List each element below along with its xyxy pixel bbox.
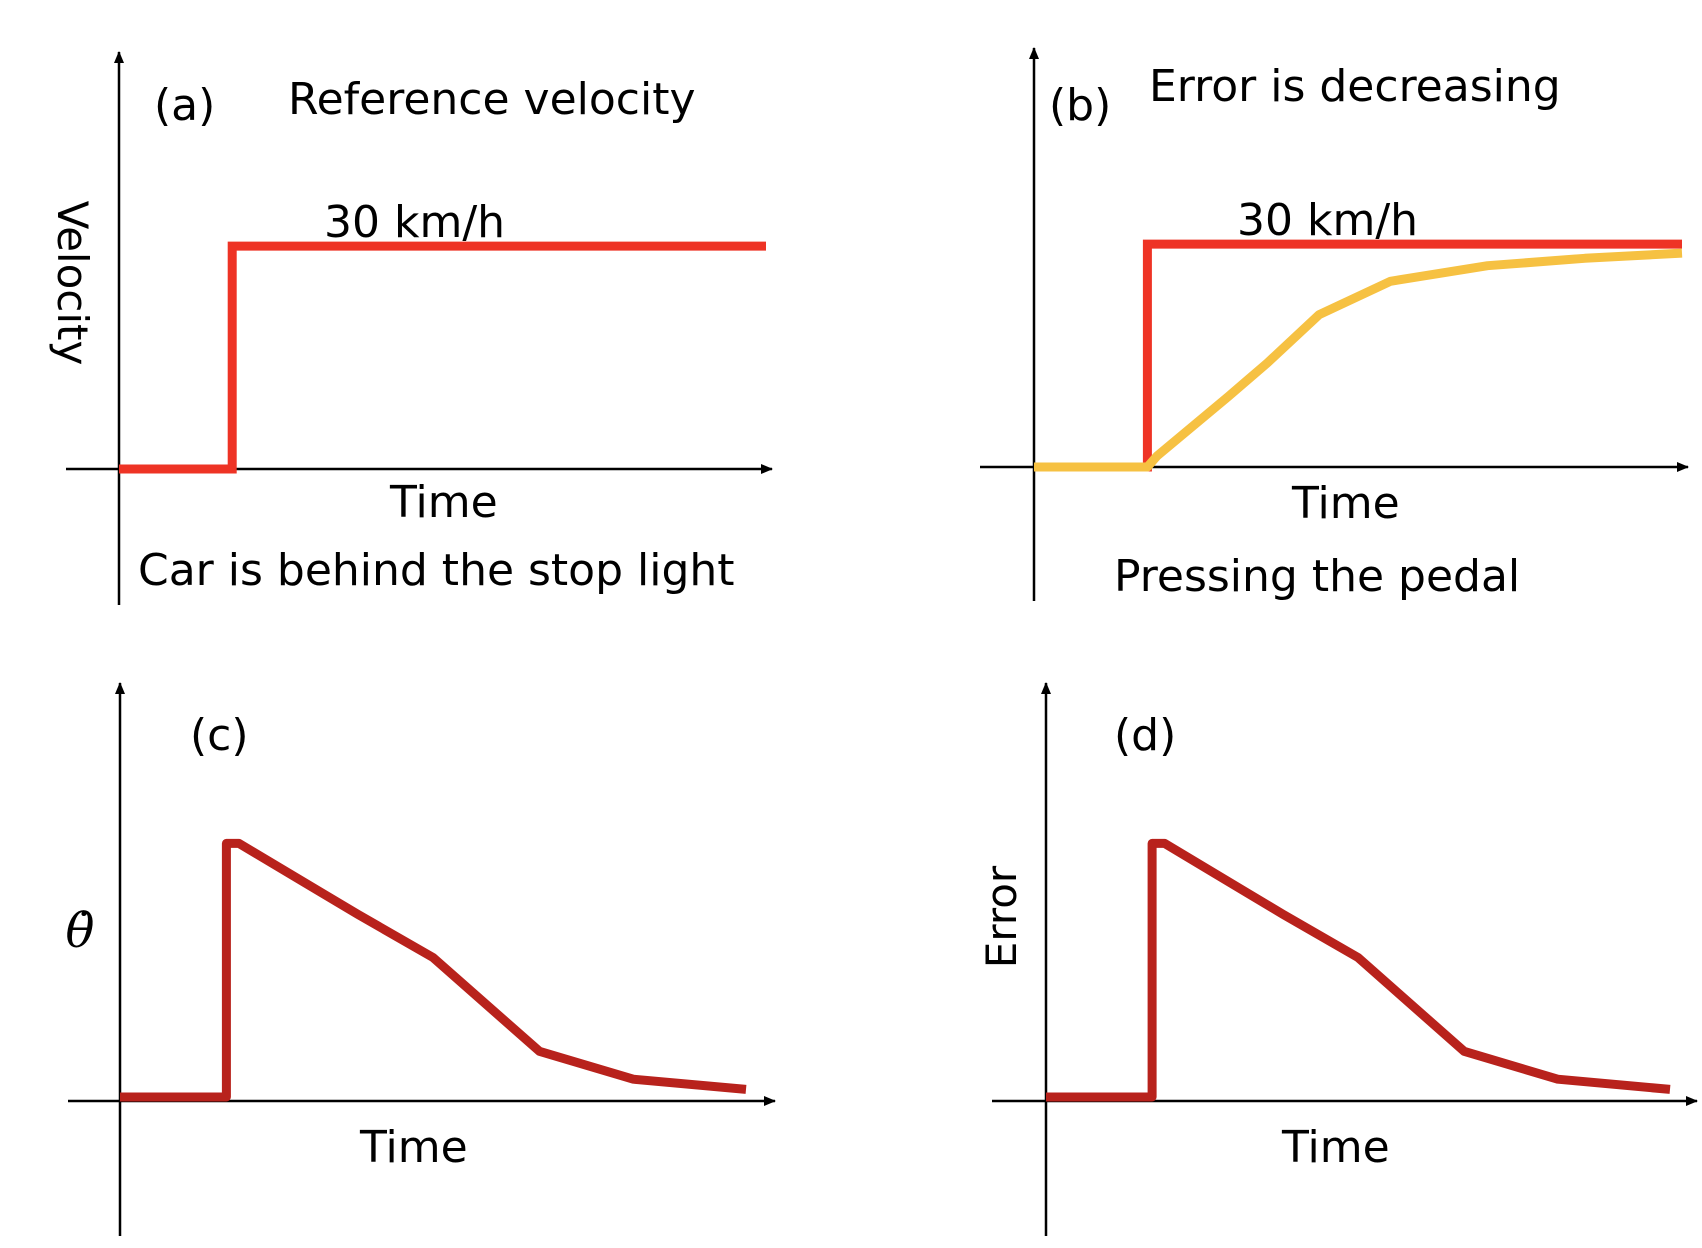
- panel-a: (a) Reference velocity 30 km/h Time Car …: [48, 51, 773, 605]
- panel-c-xlabel: Time: [359, 1122, 468, 1173]
- panel-a-bottom-note: Car is behind the stop light: [138, 545, 735, 596]
- panel-d-series-layer: [1046, 838, 1671, 1102]
- panel-b-series-0-line: [1034, 239, 1682, 472]
- panel-a-xlabel: Time: [389, 477, 498, 528]
- panel-a-label: (a): [154, 80, 215, 131]
- panel-b-series-layer: [1034, 239, 1683, 472]
- panel-d-series-0-line: [1046, 838, 1671, 1102]
- panel-a-title: Reference velocity: [288, 74, 696, 125]
- panel-a-ylabel: Velocity: [48, 201, 97, 366]
- panel-d-label: (d): [1114, 710, 1176, 761]
- panel-c-series-0-line: [120, 838, 747, 1102]
- panel-d: (d) Time Error: [977, 682, 1698, 1236]
- panel-b-label: (b): [1049, 80, 1111, 131]
- panel-b-xlabel: Time: [1291, 478, 1400, 529]
- panel-d-xlabel: Time: [1281, 1122, 1390, 1173]
- panel-a-series-0-line: [119, 241, 766, 474]
- panel-a-annotation: 30 km/h: [324, 197, 505, 248]
- panel-b: (b) Error is decreasing 30 km/h Time Pre…: [980, 47, 1689, 602]
- panel-c-label: (c): [190, 710, 249, 761]
- panel-b-title: Error is decreasing: [1149, 61, 1561, 112]
- panel-c-series-layer: [120, 838, 747, 1102]
- panel-b-series-1-line: [1034, 248, 1683, 472]
- panel-d-ylabel: Error: [977, 865, 1026, 968]
- panel-a-series-layer: [119, 241, 766, 474]
- panel-c: (c) Time θ̇: [66, 682, 776, 1236]
- panel-b-bottom-note: Pressing the pedal: [1114, 551, 1520, 602]
- panel-b-annotation: 30 km/h: [1237, 195, 1418, 246]
- panel-c-ylabel: θ̇: [66, 903, 95, 959]
